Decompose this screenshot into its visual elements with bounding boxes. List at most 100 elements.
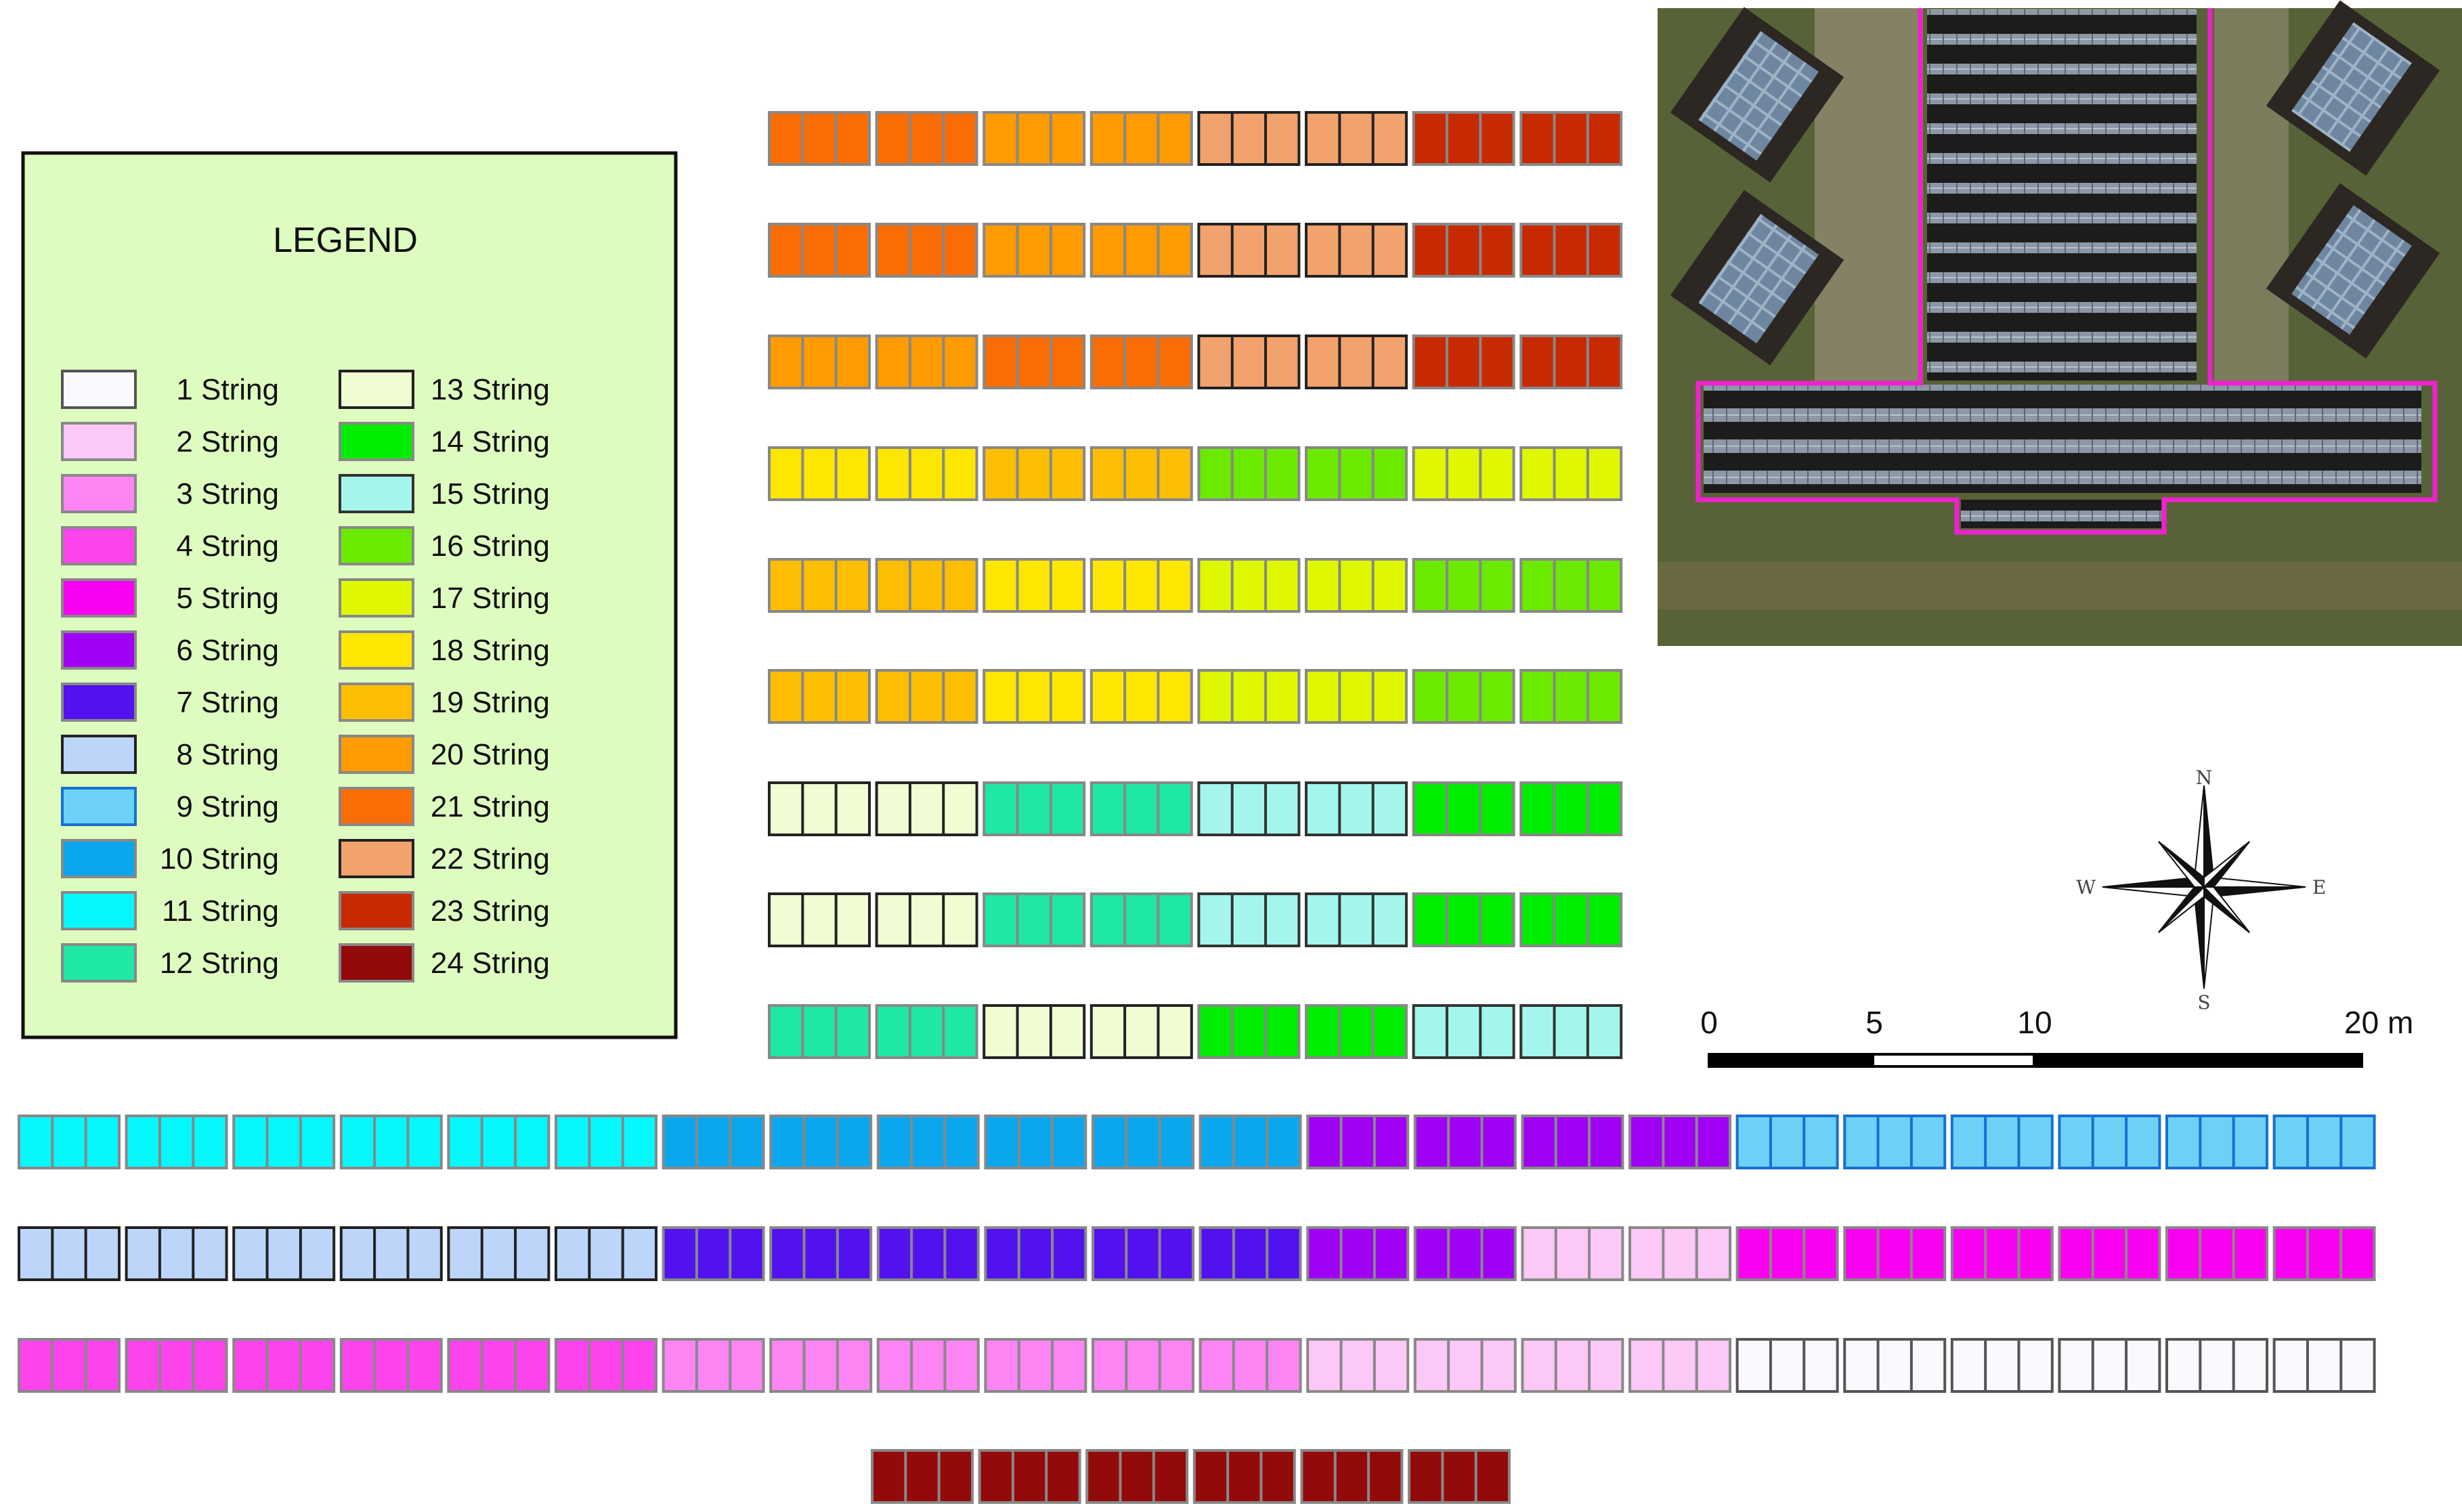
module-block	[1519, 669, 1623, 724]
module-block	[232, 1338, 336, 1393]
module-block	[984, 1226, 1087, 1281]
module-block	[769, 1338, 873, 1393]
module-block	[1412, 892, 1515, 947]
module-block	[768, 669, 871, 724]
module-block	[232, 1115, 336, 1169]
module-block	[1843, 1226, 1947, 1281]
module-block	[1197, 669, 1301, 724]
module-block	[1519, 1004, 1623, 1059]
legend-label-16: 16 String	[431, 530, 550, 563]
legend-label-8: 8 String	[176, 738, 279, 771]
module-block	[2165, 1338, 2268, 1393]
module-block	[447, 1338, 550, 1393]
scale-label-10: 10	[2017, 1005, 2052, 1040]
module-block	[1412, 558, 1515, 613]
module-block	[1412, 223, 1515, 278]
legend-label-6: 6 String	[176, 634, 279, 667]
compass-west-label: W	[2076, 876, 2096, 899]
module-block	[339, 1226, 443, 1281]
module-block	[2058, 1338, 2161, 1393]
legend-swatch-6	[61, 630, 137, 670]
legend-label-7: 7 String	[176, 686, 279, 719]
module-block	[1089, 781, 1193, 836]
legend-label-5: 5 String	[176, 582, 279, 615]
legend-label-9: 9 String	[176, 790, 279, 823]
module-block	[1089, 892, 1193, 947]
module-block	[982, 1004, 1086, 1059]
module-block	[1305, 334, 1408, 389]
legend-label-1: 1 String	[176, 373, 279, 406]
legend-swatch-8	[61, 735, 137, 774]
module-block	[1197, 111, 1301, 166]
house-roof-sw	[1670, 190, 1844, 366]
compass-north-label: N	[2196, 766, 2213, 789]
module-block	[339, 1115, 443, 1169]
compass-rose: N S E W	[2076, 766, 2326, 1014]
module-block	[1306, 1338, 1410, 1393]
legend-label-13: 13 String	[431, 373, 550, 406]
module-block	[1519, 558, 1623, 613]
module-block	[875, 334, 978, 389]
module-block	[982, 111, 1086, 166]
scale-bar: 0 5 10 20 m	[1700, 1005, 2413, 1068]
module-block	[2272, 1226, 2376, 1281]
module-block	[1198, 1338, 1302, 1393]
module-block	[2165, 1226, 2268, 1281]
module-block	[1628, 1226, 1731, 1281]
legend-swatch-9	[61, 787, 137, 826]
module-block	[1843, 1115, 1947, 1169]
module-block	[1305, 892, 1408, 947]
legend-swatch-16	[339, 526, 414, 565]
legend-swatch-1	[61, 370, 137, 409]
module-block	[1519, 781, 1623, 836]
legend-swatch-15	[339, 474, 414, 513]
module-block	[232, 1226, 336, 1281]
module-block	[1305, 446, 1408, 501]
legend-label-23: 23 String	[431, 894, 550, 928]
module-block	[978, 1449, 1081, 1504]
module-block	[1413, 1115, 1517, 1169]
module-block	[1306, 1115, 1410, 1169]
legend-swatch-10	[61, 839, 137, 878]
module-block	[2272, 1338, 2376, 1393]
module-block	[1735, 1226, 1839, 1281]
module-block	[1089, 446, 1193, 501]
module-block	[555, 1115, 657, 1169]
module-block	[1950, 1226, 2054, 1281]
module-block	[982, 446, 1086, 501]
module-block	[1412, 1004, 1515, 1059]
module-block	[1521, 1338, 1624, 1393]
legend-label-15: 15 String	[431, 477, 550, 511]
module-block	[876, 1338, 980, 1393]
legend-swatch-24	[339, 943, 414, 982]
module-block	[1735, 1115, 1839, 1169]
module-block	[1628, 1115, 1731, 1169]
module-block	[125, 1338, 228, 1393]
legend-swatch-23	[339, 891, 414, 930]
legend-label-4: 4 String	[176, 530, 279, 563]
module-block	[1197, 1004, 1301, 1059]
legend-swatch-11	[61, 891, 137, 930]
module-block	[1519, 111, 1623, 166]
module-block	[447, 1115, 550, 1169]
module-block	[125, 1115, 228, 1169]
module-block	[875, 781, 978, 836]
module-block	[982, 781, 1086, 836]
module-block	[2165, 1115, 2268, 1169]
module-block	[1197, 446, 1301, 501]
legend-label-11: 11 String	[162, 894, 279, 928]
array-layout	[18, 111, 2376, 1504]
module-block	[768, 223, 871, 278]
legend-label-20: 20 String	[431, 738, 550, 771]
module-block	[2058, 1226, 2161, 1281]
legend-label-3: 3 String	[176, 477, 279, 511]
module-block	[1413, 1226, 1517, 1281]
module-block	[1197, 558, 1301, 613]
module-block	[1089, 1004, 1193, 1059]
module-block	[1092, 1226, 1194, 1281]
module-block	[1519, 446, 1623, 501]
module-block	[1092, 1115, 1194, 1169]
module-block	[1197, 781, 1301, 836]
legend-swatch-12	[61, 943, 137, 982]
